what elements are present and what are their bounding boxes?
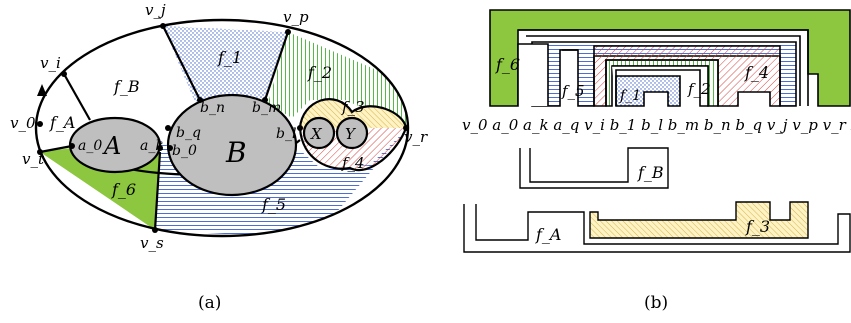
direction-arrow-icon <box>37 84 47 96</box>
label-fB: f_B <box>113 77 140 96</box>
caption-a: (a) <box>198 293 221 313</box>
label-f4: f_4 <box>341 154 365 172</box>
label-b-fA: f_A <box>535 225 561 244</box>
face-f1-region <box>163 26 288 102</box>
label-v0: v_0 <box>10 114 36 132</box>
label-disk-X: X <box>310 125 323 143</box>
label-disk-A: A <box>102 132 121 160</box>
disk-Y <box>335 116 369 150</box>
label-vp: v_p <box>283 8 309 26</box>
vertices <box>37 23 409 233</box>
label-vj: v_j <box>145 1 166 19</box>
label-b-f1: f_1 <box>619 88 641 104</box>
disk-B <box>166 93 298 197</box>
label-vs: v_s <box>140 234 164 252</box>
label-f6: f_6 <box>111 180 136 199</box>
label-b-fB: f_B <box>637 163 664 182</box>
label-f1: f_1 <box>217 48 242 67</box>
label-vi: v_i <box>40 54 61 72</box>
face-f3-bar <box>589 201 809 239</box>
label-disk-Y: Y <box>345 125 357 143</box>
label-a0: a_0 <box>78 138 102 154</box>
label-bq: b_q <box>176 125 201 141</box>
label-b-f4: f_4 <box>744 63 769 82</box>
label-bn: b_n <box>200 100 225 116</box>
label-bl: b_l <box>276 126 296 142</box>
face-f2-region <box>268 32 408 128</box>
label-b-f5: f_5 <box>561 82 585 100</box>
disk-X <box>302 116 336 150</box>
label-vr: v_r <box>404 128 428 146</box>
caption-b: (b) <box>644 293 668 313</box>
label-f3: f_3 <box>341 98 365 116</box>
label-disk-B: B <box>225 136 247 169</box>
label-fA: f_A <box>49 113 75 132</box>
face-fB-frame <box>519 147 669 189</box>
label-b0: b_0 <box>172 143 197 159</box>
label-b-f6: f_6 <box>495 55 520 74</box>
label-f5: f_5 <box>261 195 286 214</box>
face-fA-frame <box>463 204 851 253</box>
face-f1-bar <box>615 75 681 107</box>
label-ak: a_k <box>140 138 164 154</box>
panel-b <box>463 9 851 253</box>
order-sequence: v_0 a_0 a_k a_q v_i b_1 b_l b_m b_n b_q … <box>462 116 851 134</box>
label-f2: f_2 <box>307 63 332 82</box>
label-b-f2: f_2 <box>687 80 711 98</box>
label-b-f3: f_3 <box>745 217 770 236</box>
label-vt: v_t <box>22 150 45 168</box>
label-bm: b_m <box>252 100 281 116</box>
